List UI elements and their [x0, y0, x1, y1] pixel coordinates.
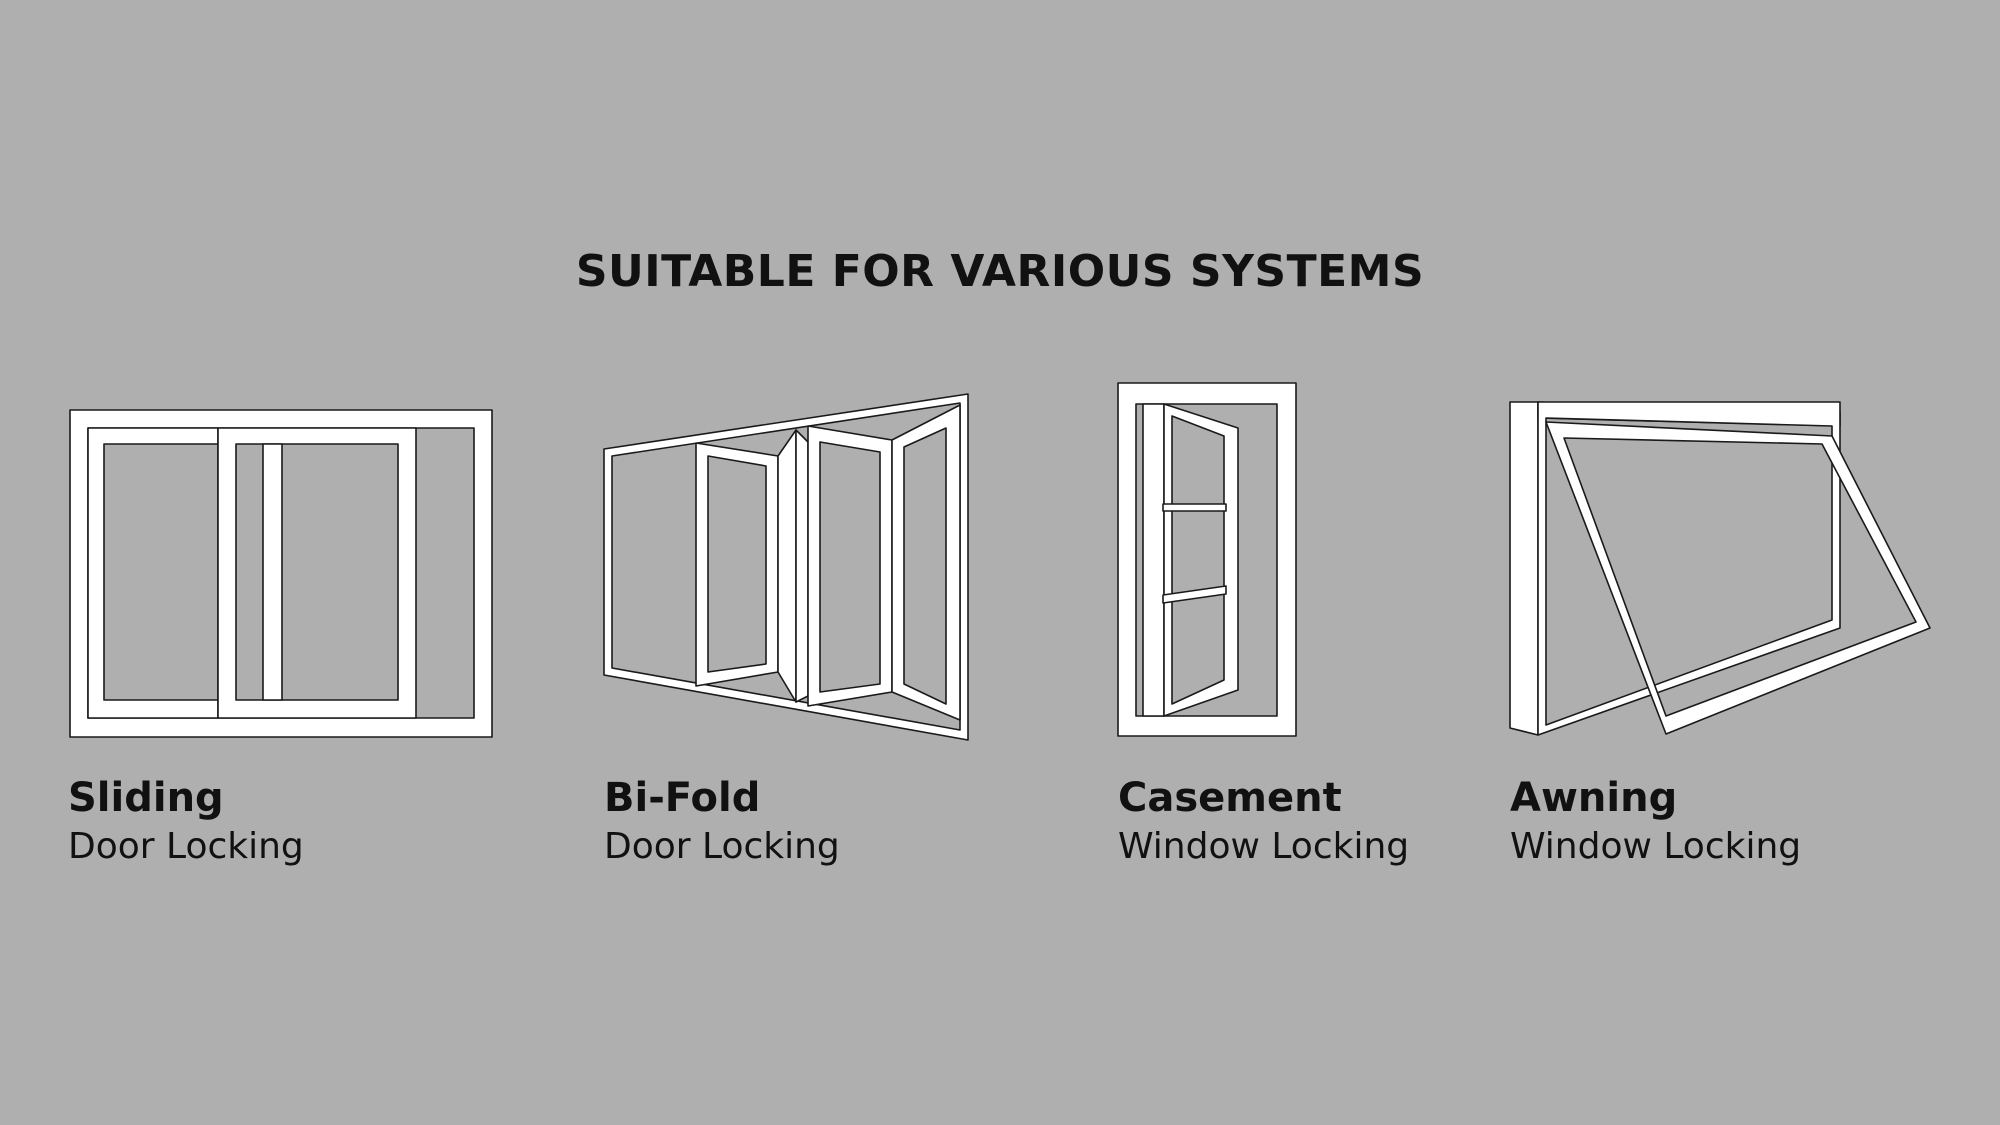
system-name: Casement [1118, 775, 1342, 821]
system-type: Door Locking [68, 826, 304, 867]
system-name: Sliding [68, 775, 224, 821]
awning-window-icon [1509, 401, 1931, 736]
system-label-sliding: Sliding Door Locking [68, 772, 304, 870]
sliding-door-icon [69, 409, 493, 738]
system-name: Awning [1510, 775, 1678, 821]
system-label-casement: Casement Window Locking [1118, 772, 1409, 870]
bifold-door-icon [603, 393, 969, 741]
casement-window-icon [1117, 382, 1297, 737]
system-type: Door Locking [604, 826, 840, 867]
system-type: Window Locking [1510, 826, 1802, 867]
page-title: SUITABLE FOR VARIOUS SYSTEMS [575, 246, 1425, 297]
system-label-bifold: Bi-Fold Door Locking [604, 772, 840, 870]
system-name: Bi-Fold [604, 775, 761, 821]
system-label-awning: Awning Window Locking [1510, 772, 1801, 870]
system-type: Window Locking [1118, 826, 1410, 867]
